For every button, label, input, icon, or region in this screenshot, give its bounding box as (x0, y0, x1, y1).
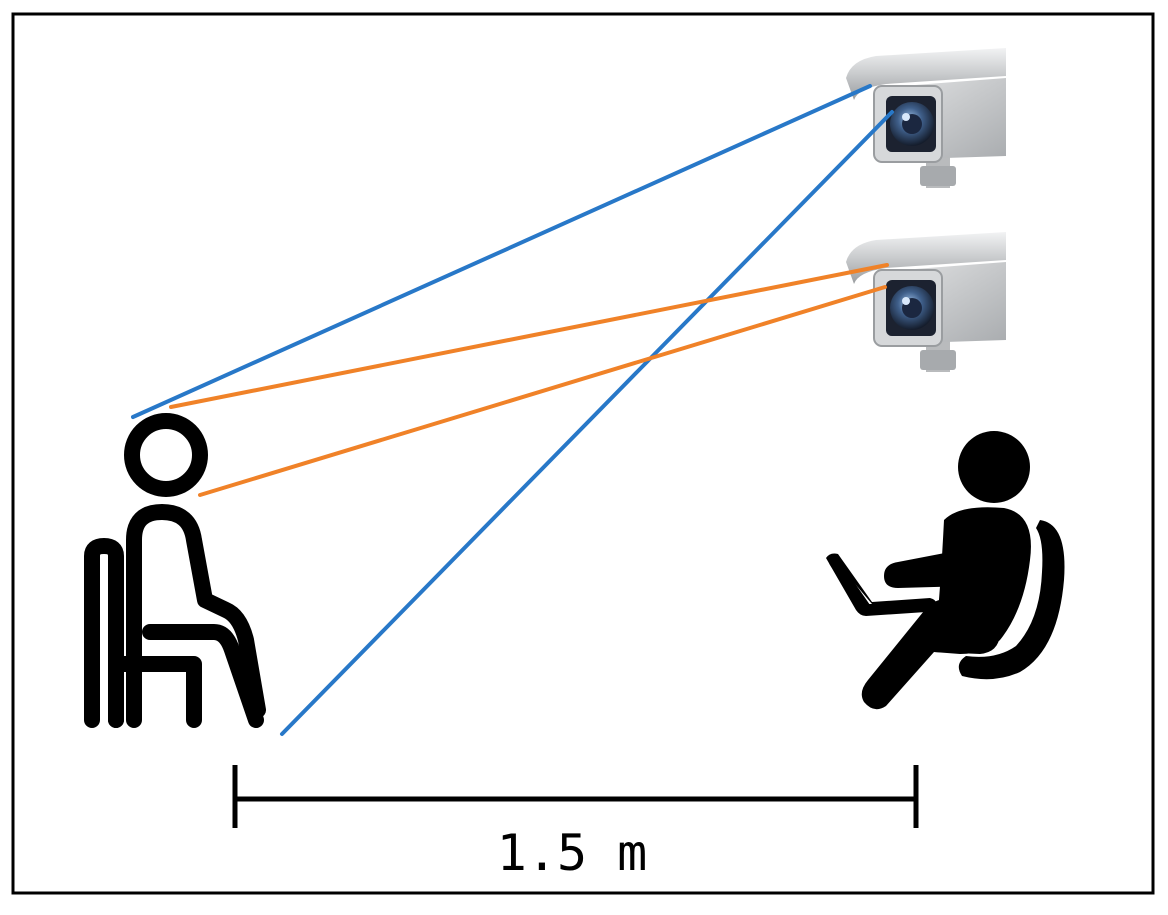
security-camera-icon (845, 231, 1007, 373)
upper-camera-ray-to-feet (280, 110, 894, 736)
upper-camera-rays (131, 84, 894, 736)
lower-camera-ray-to-face (198, 285, 887, 497)
diagram-frame (11, 12, 1155, 895)
upper-camera-ray-to-head (131, 84, 872, 419)
lower-camera-rays (169, 263, 889, 497)
distance-label: 1.5 m (497, 824, 648, 882)
laptop-user-silhouette-icon (826, 431, 1065, 710)
lower-camera-ray-to-head (169, 263, 889, 409)
security-camera-icon (845, 47, 1007, 189)
distance-scale-bar (232, 765, 919, 828)
seated-person-outline-icon (84, 413, 266, 728)
